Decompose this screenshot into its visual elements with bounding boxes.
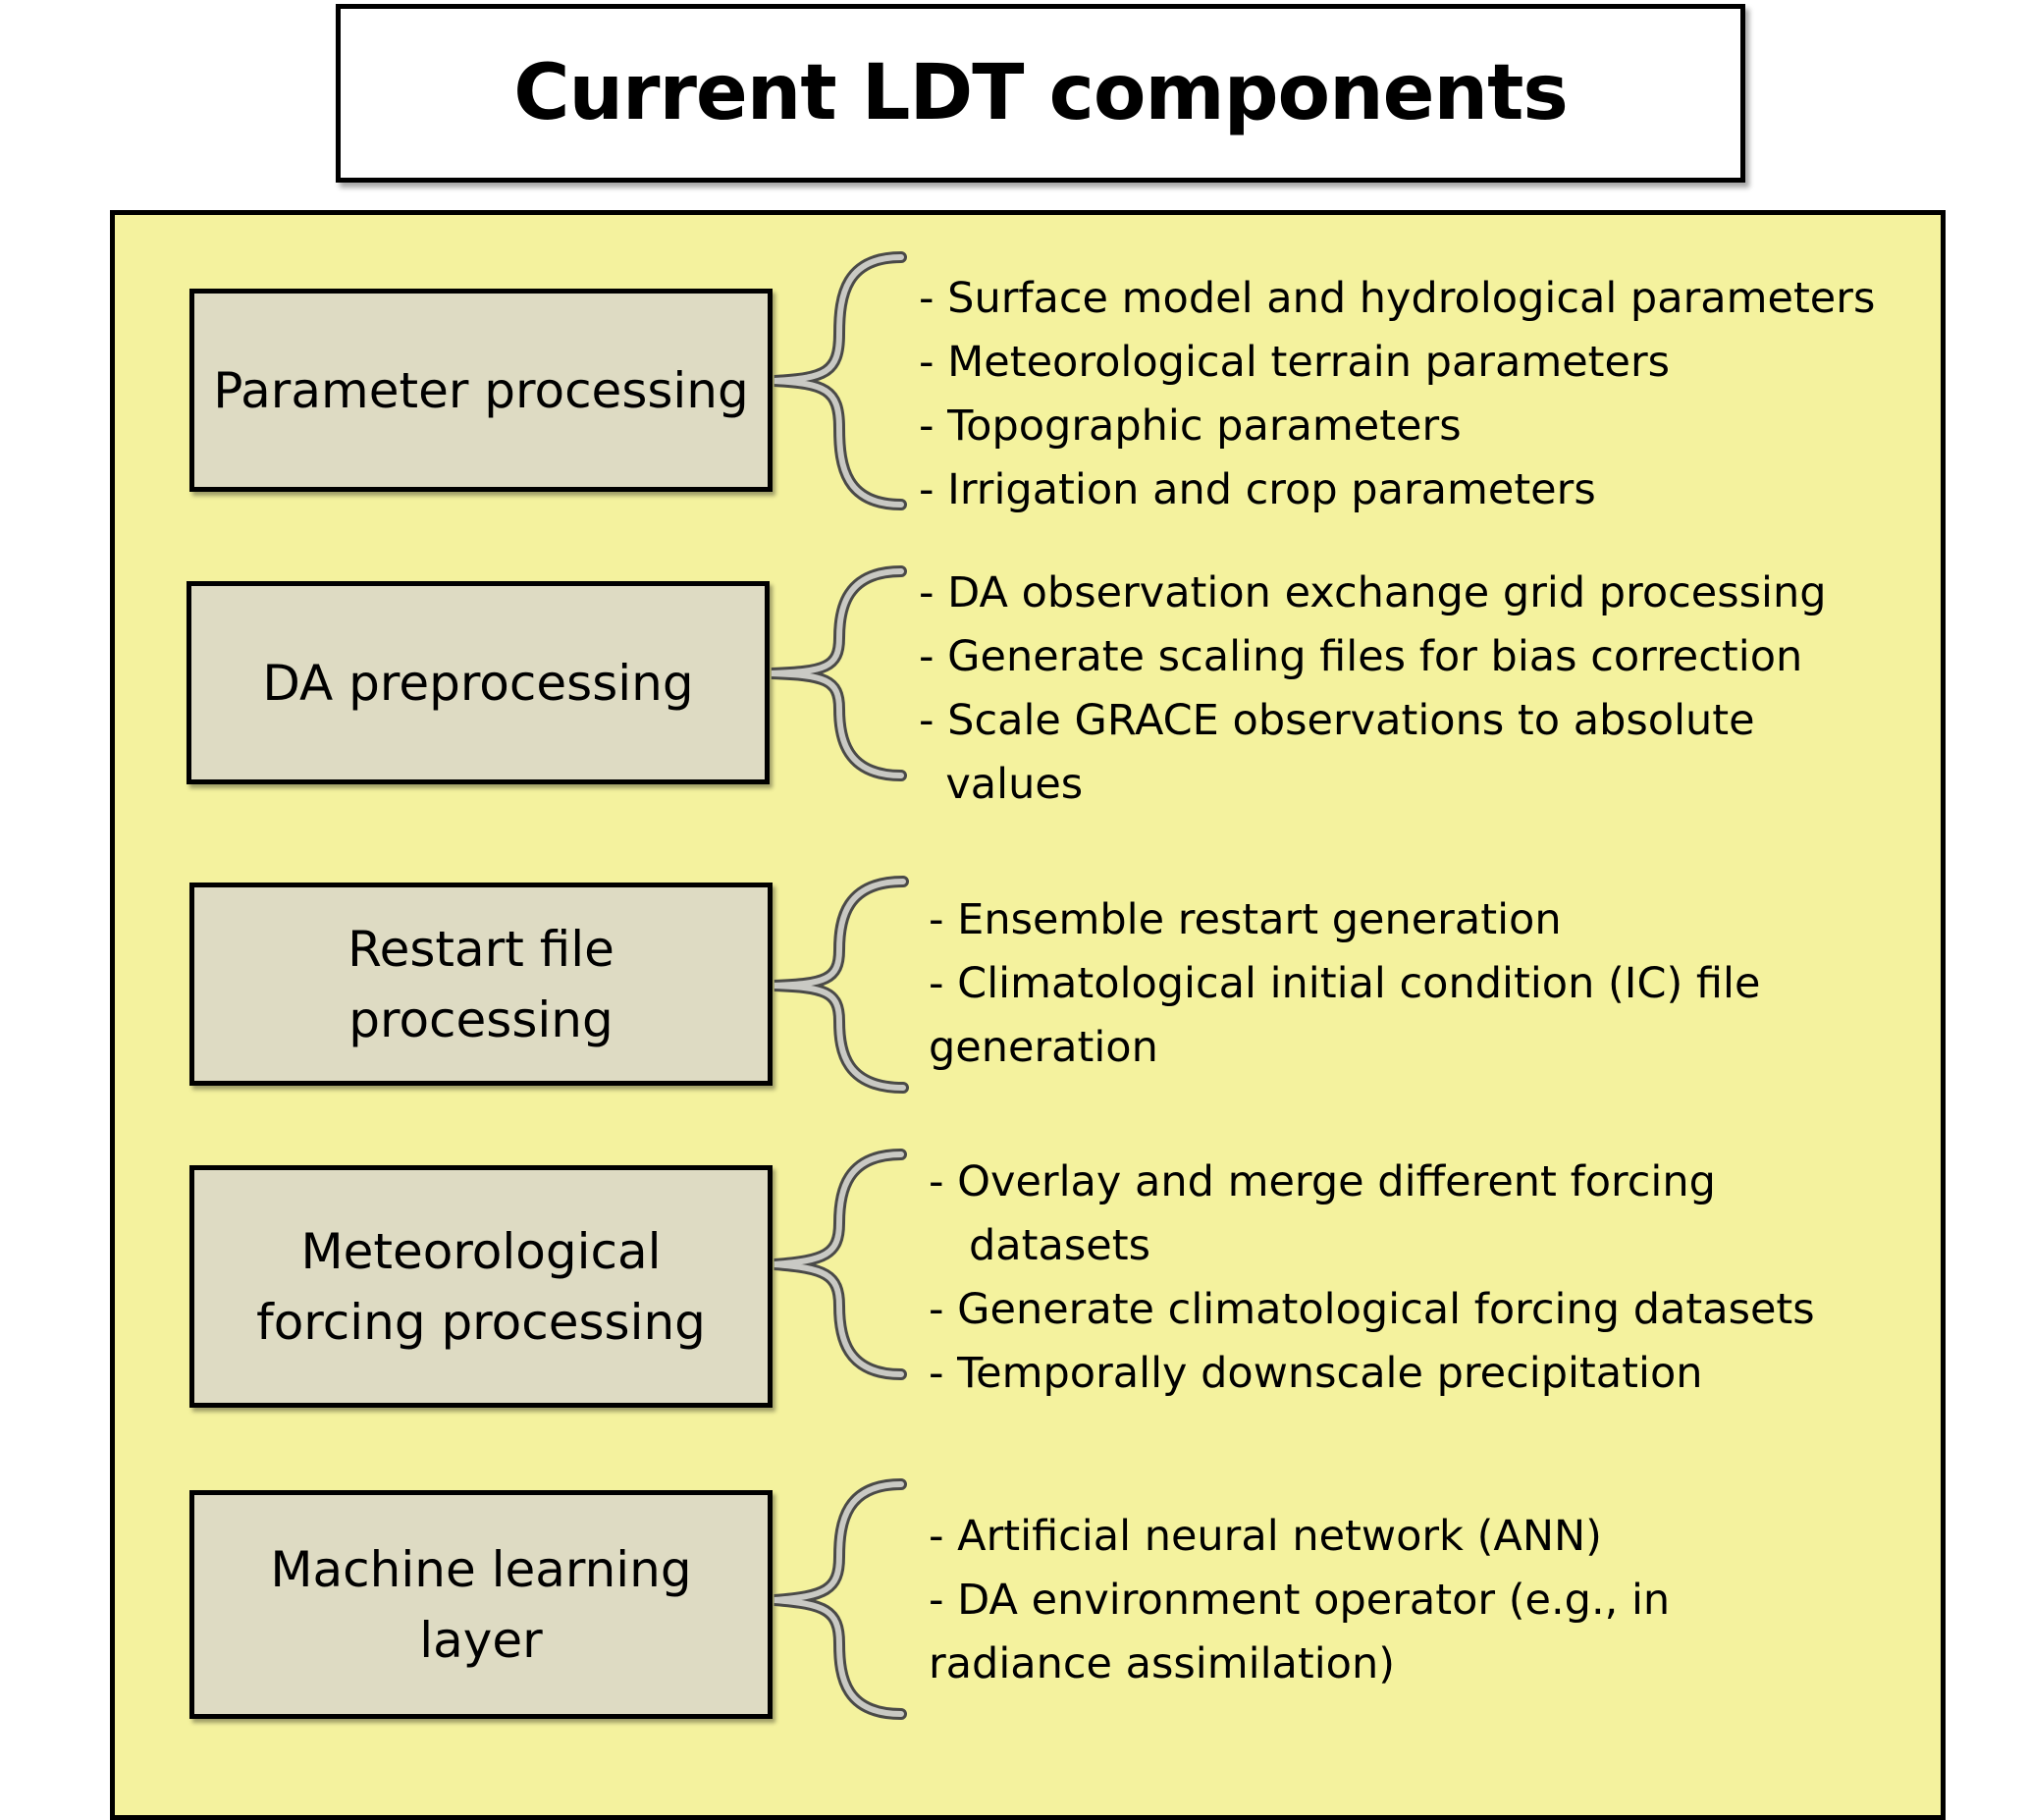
- list-item: - DA environment operator (e.g., in: [929, 1576, 1671, 1625]
- list-item: radiance assimilation): [929, 1639, 1396, 1688]
- component-box-restart-file-processing: Restart file processing: [189, 883, 773, 1086]
- list-item: values: [919, 760, 1084, 809]
- list-item: - Ensemble restart generation: [929, 895, 1562, 944]
- component-label: Machine learning layer: [270, 1540, 692, 1669]
- list-item: - Scale GRACE observations to absolute: [919, 696, 1755, 745]
- component-label: Parameter processing: [213, 361, 749, 419]
- component-box-da-preprocessing: DA preprocessing: [187, 581, 770, 784]
- list-item: - Surface model and hydrological paramet…: [919, 274, 1876, 323]
- component-box-parameter-processing: Parameter processing: [189, 289, 773, 492]
- component-items-list: - Artificial neural network (ANN) - DA e…: [929, 1505, 1670, 1696]
- diagram-stage: Parameter processing - Surface model and…: [187, 251, 1875, 1720]
- list-item: - Overlay and merge different forcing: [929, 1157, 1716, 1206]
- list-item: - Temporally downscale precipitation: [929, 1349, 1703, 1398]
- list-item: - Generate scaling files for bias correc…: [919, 632, 1803, 681]
- list-item: - Generate climatological forcing datase…: [929, 1285, 1815, 1334]
- list-item: - Topographic parameters: [919, 401, 1462, 451]
- component-label: Meteorological forcing processing: [256, 1222, 706, 1351]
- title-box: Current LDT components: [336, 4, 1745, 183]
- component-items-list: - Ensemble restart generation - Climatol…: [929, 888, 1760, 1080]
- component-items-list: - Surface model and hydrological paramet…: [919, 267, 1875, 522]
- list-item: datasets: [929, 1221, 1150, 1270]
- list-item: generation: [929, 1023, 1158, 1072]
- curly-brace-icon: [774, 1478, 907, 1720]
- curly-brace-icon: [774, 251, 907, 510]
- component-label: DA preprocessing: [262, 654, 694, 712]
- list-item: - Artificial neural network (ANN): [929, 1512, 1602, 1561]
- diagram-title: Current LDT components: [513, 49, 1569, 137]
- list-item: - Irrigation and crop parameters: [919, 465, 1596, 514]
- component-box-machine-learning-layer: Machine learning layer: [189, 1490, 773, 1719]
- list-item: - Climatological initial condition (IC) …: [929, 959, 1761, 1008]
- curly-brace-icon: [774, 1149, 907, 1380]
- curly-brace-icon: [774, 876, 909, 1094]
- component-items-list: - DA observation exchange grid processin…: [919, 562, 1827, 817]
- component-box-meteorological-forcing-processing: Meteorological forcing processing: [189, 1165, 773, 1408]
- curly-brace-icon: [771, 565, 907, 781]
- list-item: - DA observation exchange grid processin…: [919, 568, 1827, 617]
- list-item: - Meteorological terrain parameters: [919, 338, 1671, 387]
- component-items-list: - Overlay and merge different forcing da…: [929, 1151, 1815, 1406]
- component-label: Restart file processing: [347, 920, 614, 1048]
